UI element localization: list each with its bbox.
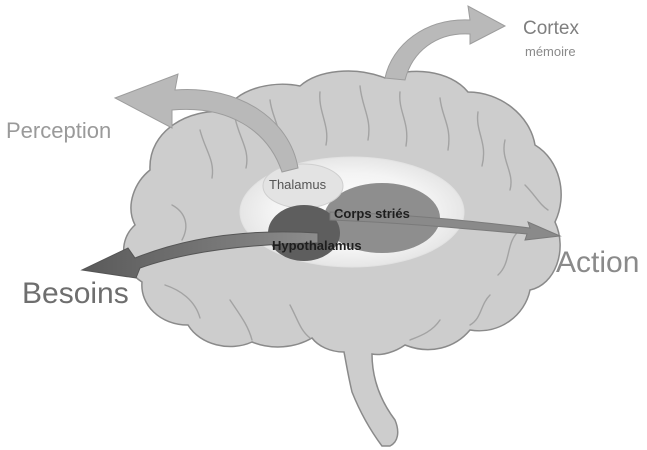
besoins-label: Besoins [22, 279, 129, 309]
action-label: Action [556, 248, 639, 278]
hypothalamus-label: Hypothalamus [272, 239, 362, 252]
thalamus-label: Thalamus [269, 178, 326, 191]
perception-label: Perception [6, 120, 111, 142]
cortex-arrow [385, 6, 505, 80]
memoire-label: mémoire [525, 45, 576, 58]
cortex-label: Cortex [523, 19, 579, 38]
corps-stries-label: Corps striés [334, 207, 410, 220]
